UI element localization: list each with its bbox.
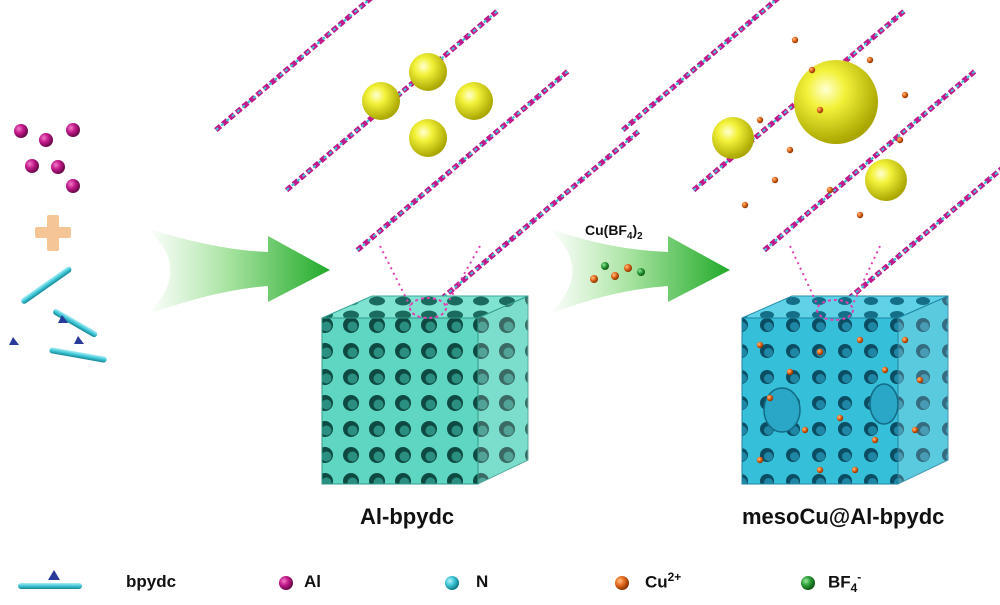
legend-bf-sub: 4 bbox=[850, 581, 858, 596]
framework-strut bbox=[834, 168, 1000, 312]
cu-ion bbox=[871, 436, 879, 444]
reagent-sub2: 2 bbox=[637, 230, 643, 242]
cu-ion bbox=[786, 368, 794, 376]
legend-n-dot bbox=[445, 576, 459, 590]
cu-ion bbox=[786, 146, 794, 154]
cu-ion bbox=[624, 264, 632, 272]
zoom-lines bbox=[379, 245, 881, 307]
legend-bf4-dot bbox=[801, 576, 815, 590]
framework-strut bbox=[834, 168, 1000, 312]
framework-al-bpydc bbox=[214, 0, 642, 313]
pore-sphere bbox=[865, 159, 907, 201]
cu-ion bbox=[756, 341, 764, 349]
cu-ion bbox=[766, 394, 774, 402]
legend-n-label: N bbox=[476, 572, 489, 591]
cu-ion bbox=[590, 275, 598, 283]
cu-ion bbox=[916, 376, 924, 384]
cu-ion bbox=[756, 456, 764, 464]
cu-ion bbox=[756, 116, 764, 124]
plus-sign bbox=[35, 215, 71, 251]
legend-al-label: Al bbox=[304, 572, 321, 591]
cu-ion bbox=[816, 106, 824, 114]
cube-al-bpydc bbox=[321, 295, 529, 485]
legend-cu-sup: 2+ bbox=[667, 570, 682, 584]
framework-strut bbox=[762, 67, 979, 253]
reagent-sub: 4 bbox=[627, 230, 633, 242]
framework-strut bbox=[621, 0, 780, 132]
cu-ion bbox=[881, 366, 889, 374]
legend-bf-text: BF bbox=[828, 572, 851, 592]
reagent-ions bbox=[590, 262, 645, 283]
al-ion bbox=[14, 124, 28, 138]
reagent-close: ) bbox=[632, 222, 638, 238]
cu-ion bbox=[901, 91, 909, 99]
cu-ion bbox=[911, 426, 919, 434]
al-ion bbox=[25, 159, 39, 173]
cu-ion bbox=[816, 348, 824, 356]
cube-mesocu bbox=[741, 295, 949, 485]
al-ions-cluster bbox=[14, 123, 80, 193]
legend-cu-dot bbox=[615, 576, 629, 590]
product-label-mesocu: mesoCu@Al-bpydc bbox=[742, 504, 945, 529]
cu-ion bbox=[851, 466, 859, 474]
cu-ion bbox=[856, 336, 864, 344]
cu-ion bbox=[816, 466, 824, 474]
pore-sphere bbox=[409, 119, 447, 157]
bf4-ion bbox=[601, 262, 609, 270]
legend-bf4-label: BF4- bbox=[828, 570, 861, 595]
pore-sphere bbox=[409, 53, 447, 91]
cu-ion bbox=[896, 136, 904, 144]
cu-ion bbox=[611, 272, 619, 280]
framework-strut bbox=[285, 9, 500, 191]
pore-sphere bbox=[455, 82, 493, 120]
cu-ion bbox=[791, 36, 799, 44]
product-label-al-bpydc: Al-bpydc bbox=[360, 504, 455, 529]
bf4-ion bbox=[637, 268, 645, 276]
framework-strut bbox=[427, 129, 641, 312]
framework-strut bbox=[356, 69, 571, 251]
cu-ion bbox=[901, 336, 909, 344]
framework-mesocu bbox=[621, 0, 1000, 313]
pore-sphere bbox=[712, 117, 754, 159]
reaction-arrow-1 bbox=[146, 228, 330, 315]
framework-strut bbox=[426, 128, 642, 313]
pore-sphere bbox=[362, 82, 400, 120]
framework-strut bbox=[763, 69, 978, 251]
cu-ion bbox=[856, 211, 864, 219]
cu-ion bbox=[826, 186, 834, 194]
cu-ion bbox=[801, 426, 809, 434]
legend-bpydc-label: bpydc bbox=[126, 572, 177, 591]
cu-ion bbox=[836, 414, 844, 422]
cu-ion-dots bbox=[741, 36, 924, 474]
bpydc-linkers bbox=[9, 266, 107, 363]
framework-strut bbox=[833, 166, 1000, 313]
pore-sphere bbox=[794, 60, 878, 144]
al-ion bbox=[66, 123, 80, 137]
framework-strut bbox=[214, 0, 373, 132]
legend-al-dot bbox=[279, 576, 293, 590]
cu-ion bbox=[866, 56, 874, 64]
framework-strut bbox=[692, 9, 907, 191]
al-ion bbox=[51, 160, 65, 174]
cu-ion bbox=[771, 176, 779, 184]
cu-ion bbox=[741, 201, 749, 209]
cu-ion bbox=[808, 66, 816, 74]
framework-strut bbox=[833, 166, 1000, 313]
framework-strut bbox=[355, 67, 572, 253]
legend-cu-label: Cu2+ bbox=[645, 570, 681, 593]
legend-bf-sup: - bbox=[857, 570, 862, 584]
reagent-main: Cu(BF bbox=[585, 222, 627, 238]
reagent-label: Cu(BF4)2 bbox=[585, 222, 643, 242]
legend-bpydc-glyph bbox=[18, 570, 82, 589]
legend-cu-text: Cu bbox=[645, 572, 668, 592]
al-ion bbox=[39, 133, 53, 147]
al-ion bbox=[66, 179, 80, 193]
